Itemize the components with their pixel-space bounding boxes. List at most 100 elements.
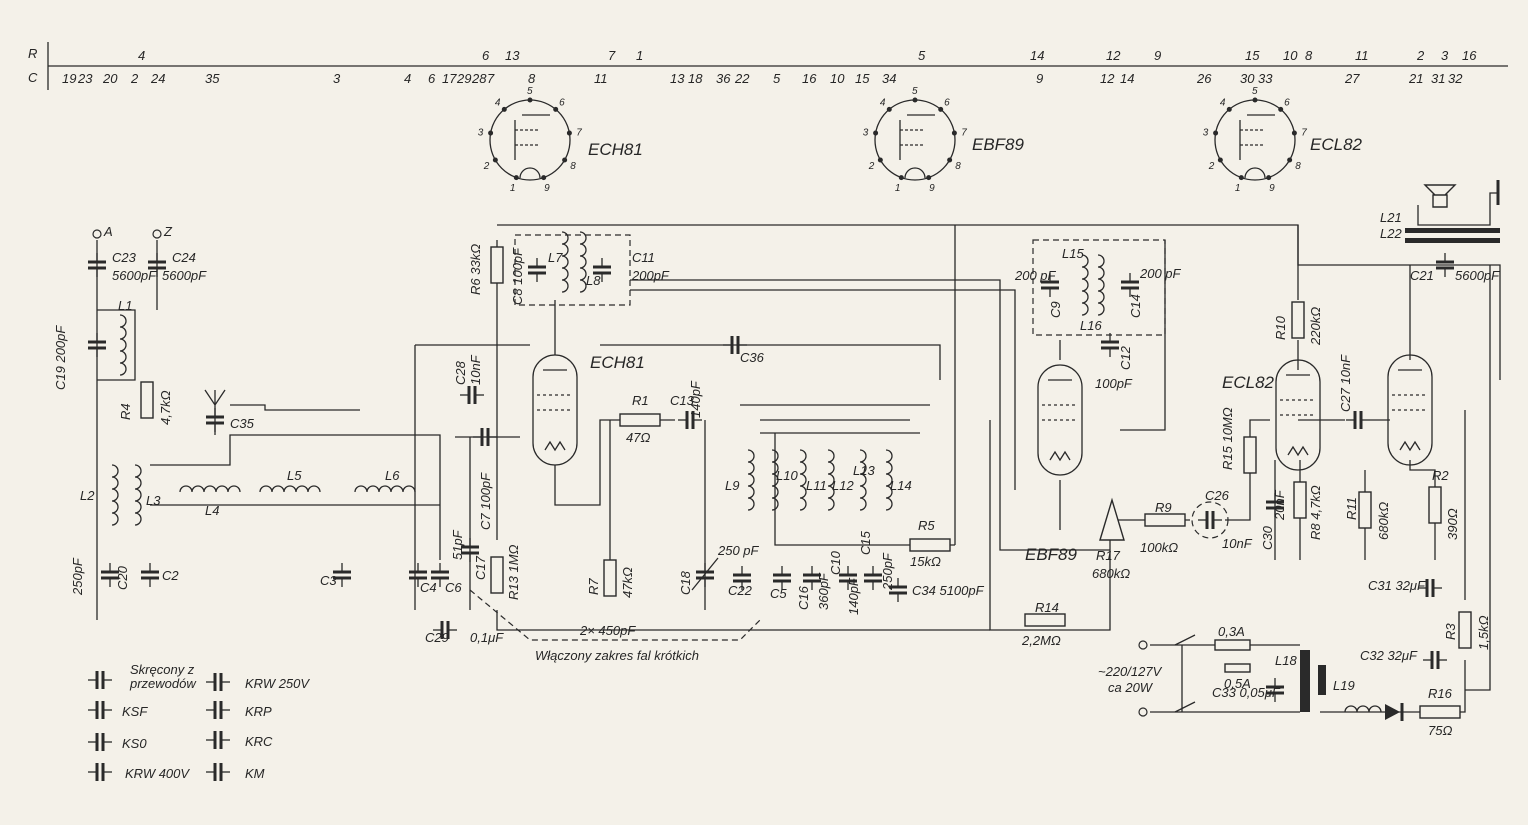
socket-label-ecl82: ECL82 — [1310, 135, 1363, 154]
legend-krp: KRP — [204, 699, 272, 721]
ruler-c-value: 33 — [1258, 71, 1273, 86]
socket-pin-number: 8 — [955, 161, 961, 172]
terminal-z[interactable]: Z — [152, 224, 173, 239]
c30-label: C30 — [1260, 525, 1275, 550]
c15-label: C15 — [858, 530, 873, 555]
c12-label: C12 — [1118, 345, 1133, 370]
l13-label: L13 — [853, 463, 875, 478]
ruler-c-value: 23 — [77, 71, 93, 86]
c36-label: C36 — [740, 350, 765, 365]
ruler-c-value: 26 — [1196, 71, 1212, 86]
socket-pin-number: 6 — [944, 98, 950, 109]
ruler-r-value: 2 — [1416, 48, 1425, 63]
ruler-c-value: 13 — [670, 71, 685, 86]
c18-label: C18 — [678, 570, 693, 595]
if-transformer-2: 200 pF C9 200 pF C14 L15 L16 — [1014, 239, 1182, 336]
r5-value: 15kΩ — [910, 554, 941, 569]
shortwave-note: Włączony zakres fal krótkich — [535, 648, 699, 663]
r5-label: R5 — [918, 518, 935, 533]
c26-value: 10nF — [1222, 536, 1253, 551]
resistor-r13: R13 1MΩ — [490, 544, 521, 600]
legend-label: KRC — [245, 734, 273, 749]
socket-pin — [553, 106, 559, 112]
socket-pin-number: 2 — [1208, 161, 1215, 172]
socket-pin — [898, 175, 904, 181]
l1-label: L1 — [118, 298, 132, 313]
resistor-r8: R8 4,7kΩ — [1293, 481, 1323, 540]
variable-capacitor-c5: C5 — [770, 564, 793, 601]
mains-terminal-2[interactable] — [1138, 707, 1148, 717]
socket-pin — [1226, 106, 1232, 112]
l10-label: L10 — [776, 468, 798, 483]
r1-label: R1 — [632, 393, 649, 408]
mains-voltage-switch[interactable] — [1174, 634, 1196, 713]
ruler-r-value: 4 — [138, 48, 145, 63]
legend-label: KRP — [245, 704, 272, 719]
ruler-c-value: 15 — [855, 71, 870, 86]
terminal-a[interactable]: A — [92, 224, 113, 239]
legend-krw400: KRW 400V — [86, 761, 190, 783]
socket-pin — [938, 106, 944, 112]
c17-value: 51pF — [450, 529, 465, 560]
r2-value: 390Ω — [1445, 508, 1460, 540]
l2-label: L2 — [80, 488, 95, 503]
r4-value: 4,7kΩ — [158, 390, 173, 425]
socket-pin-number: 3 — [1203, 127, 1209, 138]
tube-label-ech81: ECH81 — [590, 353, 645, 372]
socket-pin-number: 1 — [895, 183, 901, 194]
socket-pin-number: 6 — [559, 98, 565, 109]
power-supply: 0,3A 0,5A L18 L19 C33 0,05μF ~220/127V c… — [1098, 624, 1404, 721]
l21-label: L21 — [1380, 210, 1402, 225]
c30-value: 20nF — [1272, 489, 1287, 521]
socket-pin-number: 2 — [868, 161, 875, 172]
socket-label-ebf89: EBF89 — [972, 135, 1025, 154]
legend-label: przewodów — [129, 676, 197, 691]
mains-terminal-1[interactable] — [1138, 640, 1148, 650]
c13-label: C13 — [670, 393, 695, 408]
ruler-c-value: 17 — [442, 71, 457, 86]
c22-label: C22 — [728, 583, 753, 598]
ruler-c-value: 30 — [1240, 71, 1255, 86]
capacitor-c15: C15 250pF — [858, 530, 895, 592]
c29-value: 0,1μF — [470, 630, 504, 645]
socket-pin — [1266, 175, 1272, 181]
ruler-r-value: 15 — [1245, 48, 1260, 63]
socket-pin — [501, 106, 507, 112]
c24-label: C24 — [172, 250, 196, 265]
ruler-c-value: 35 — [205, 71, 220, 86]
socket-pin-number: 1 — [510, 183, 516, 194]
ruler-c-value: 14 — [1120, 71, 1134, 86]
socket-pin — [877, 157, 883, 163]
legend-label: KS0 — [122, 736, 147, 751]
r2-label: R2 — [1432, 468, 1449, 483]
terminal-a-label: A — [103, 224, 113, 239]
l8-label: L8 — [586, 273, 601, 288]
ruler-c-value: 4 — [404, 71, 411, 86]
socket-pin — [873, 130, 879, 136]
socket-pin — [947, 157, 953, 163]
socket-pin-number: 2 — [483, 161, 490, 172]
legend-krc: KRC — [204, 729, 273, 751]
capacitor-c32: C32 32μF — [1360, 648, 1449, 671]
r15-label: R15 10MΩ — [1220, 407, 1235, 470]
c15-value: 250pF — [880, 552, 895, 591]
l6-label: L6 — [385, 468, 400, 483]
r13-label: R13 1MΩ — [506, 544, 521, 600]
r10-value: 220kΩ — [1308, 307, 1323, 346]
ruler-c-value: 24 — [150, 71, 165, 86]
c14-value: 200 pF — [1139, 266, 1182, 281]
ruler-c-value: 21 — [1408, 71, 1423, 86]
